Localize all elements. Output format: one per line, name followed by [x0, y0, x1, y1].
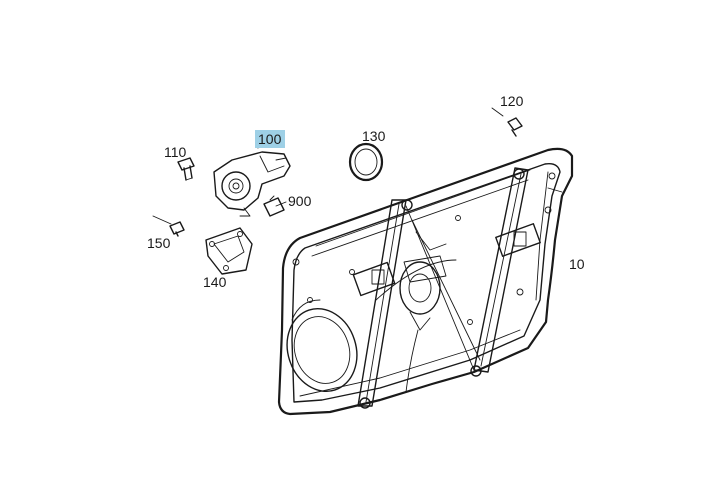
callout-100-highlight [255, 130, 285, 148]
callout-900: 900 [288, 193, 312, 209]
bolt-110 [177, 157, 195, 181]
bracket [205, 227, 253, 275]
window-motor [213, 151, 291, 217]
regulator-drum [399, 231, 447, 393]
connector [263, 195, 285, 217]
glass-carrier-right [495, 223, 541, 257]
callout-100: 100 [258, 131, 282, 147]
callout-110: 110 [164, 144, 187, 160]
bolt-120 [507, 117, 523, 137]
callout-140: 140 [203, 274, 227, 290]
callout-labels: 100 110 120 130 140 150 900 10 [147, 93, 585, 290]
speaker-opening [286, 299, 358, 393]
callout-130: 130 [362, 128, 386, 144]
seal-ring [348, 142, 384, 182]
callout-10: 10 [569, 256, 585, 272]
door-panel-assembly [277, 147, 574, 416]
glass-carrier-left [352, 261, 396, 297]
callout-120: 120 [500, 93, 524, 109]
callout-150: 150 [147, 235, 171, 251]
leader-lines [152, 107, 563, 225]
fixing-points [292, 168, 556, 409]
bolt-150 [169, 221, 185, 237]
